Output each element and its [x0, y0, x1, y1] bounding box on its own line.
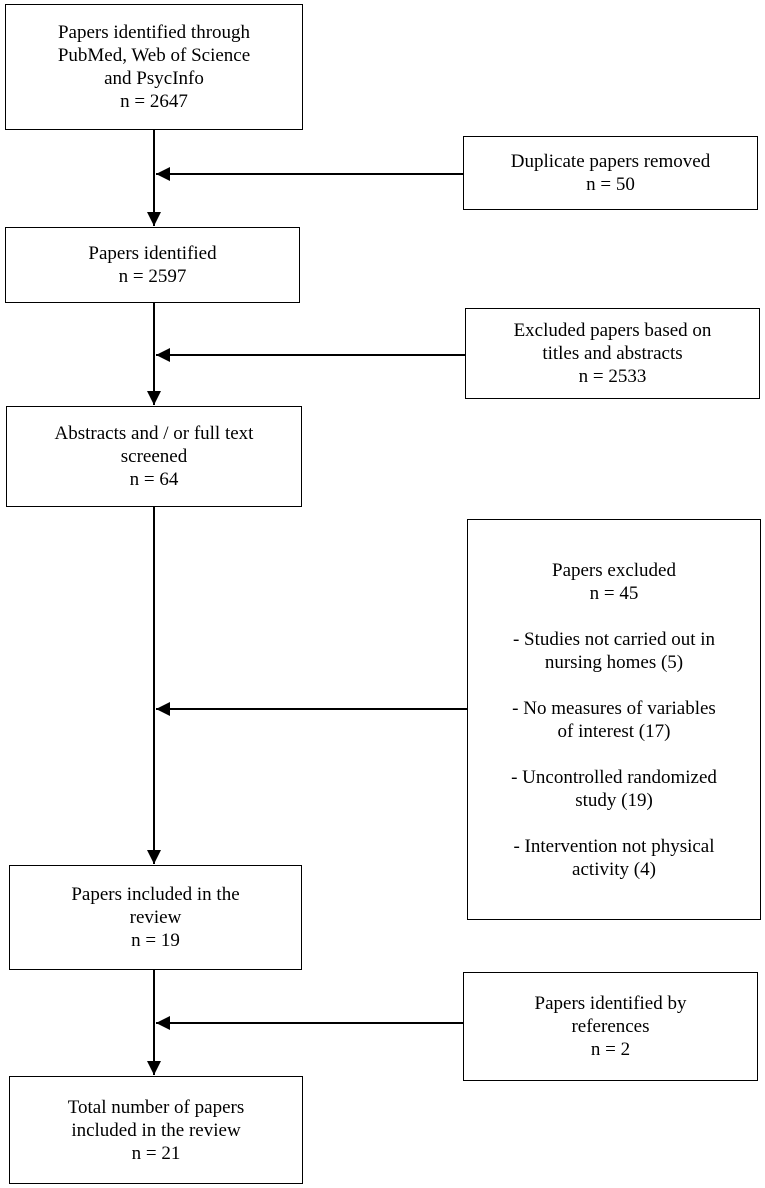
- box-papers-excluded: Papers excluded n = 45 - Studies not car…: [467, 519, 761, 920]
- box-count: n = 2: [590, 1039, 631, 1060]
- box-line: Papers identified: [88, 243, 217, 264]
- box-line: Papers identified by: [534, 993, 687, 1014]
- box-duplicates-removed: Duplicate papers removed n = 50: [463, 136, 758, 210]
- box-papers-identified-databases: Papers identified through PubMed, Web of…: [5, 4, 303, 130]
- box-count: n = 19: [131, 930, 180, 951]
- box-identified-by-references: Papers identified by references n = 2: [463, 972, 758, 1081]
- box-count: n = 21: [131, 1142, 181, 1164]
- box-line: Abstracts and / or full text: [54, 423, 254, 444]
- box-line: and PsycInfo: [104, 68, 204, 89]
- box-count: n = 2597: [118, 266, 187, 287]
- exclusion-reason: of interest (17): [557, 720, 671, 742]
- exclusion-reason: - Uncontrolled randomized: [511, 766, 717, 788]
- box-line: included in the review: [71, 1119, 241, 1141]
- box-count: n = 2533: [578, 366, 647, 387]
- box-line: screened: [120, 446, 188, 467]
- box-papers-included: Papers included in the review n = 19: [9, 865, 302, 970]
- box-line: Papers included in the: [71, 884, 240, 905]
- exclusion-reason: - Studies not carried out in: [512, 628, 716, 650]
- exclusion-reason: activity (4): [572, 858, 656, 880]
- box-line: Duplicate papers removed: [510, 151, 711, 172]
- box-line: titles and abstracts: [542, 343, 683, 364]
- box-heading: Papers excluded: [552, 559, 676, 581]
- box-line: Excluded papers based on: [513, 320, 712, 341]
- box-papers-identified: Papers identified n = 2597: [5, 227, 300, 303]
- box-line: review: [129, 907, 182, 928]
- box-abstracts-screened: Abstracts and / or full text screened n …: [6, 406, 302, 507]
- exclusion-reason: - No measures of variables: [512, 697, 716, 719]
- box-count: n = 45: [589, 582, 639, 604]
- box-line: Papers identified through: [57, 22, 251, 43]
- exclusion-reason: - Intervention not physical: [513, 835, 715, 857]
- exclusion-reason: study (19): [575, 789, 653, 811]
- box-excluded-titles-abstracts: Excluded papers based on titles and abst…: [465, 308, 760, 399]
- box-count: n = 50: [586, 174, 635, 195]
- exclusion-reason: nursing homes (5): [544, 651, 684, 673]
- box-total-included: Total number of papers included in the r…: [9, 1076, 303, 1184]
- box-count: n = 64: [129, 469, 179, 490]
- box-line: Total number of papers: [67, 1096, 245, 1118]
- box-line: PubMed, Web of Science: [57, 45, 251, 66]
- box-count: n = 2647: [120, 91, 188, 112]
- box-line: references: [571, 1016, 650, 1037]
